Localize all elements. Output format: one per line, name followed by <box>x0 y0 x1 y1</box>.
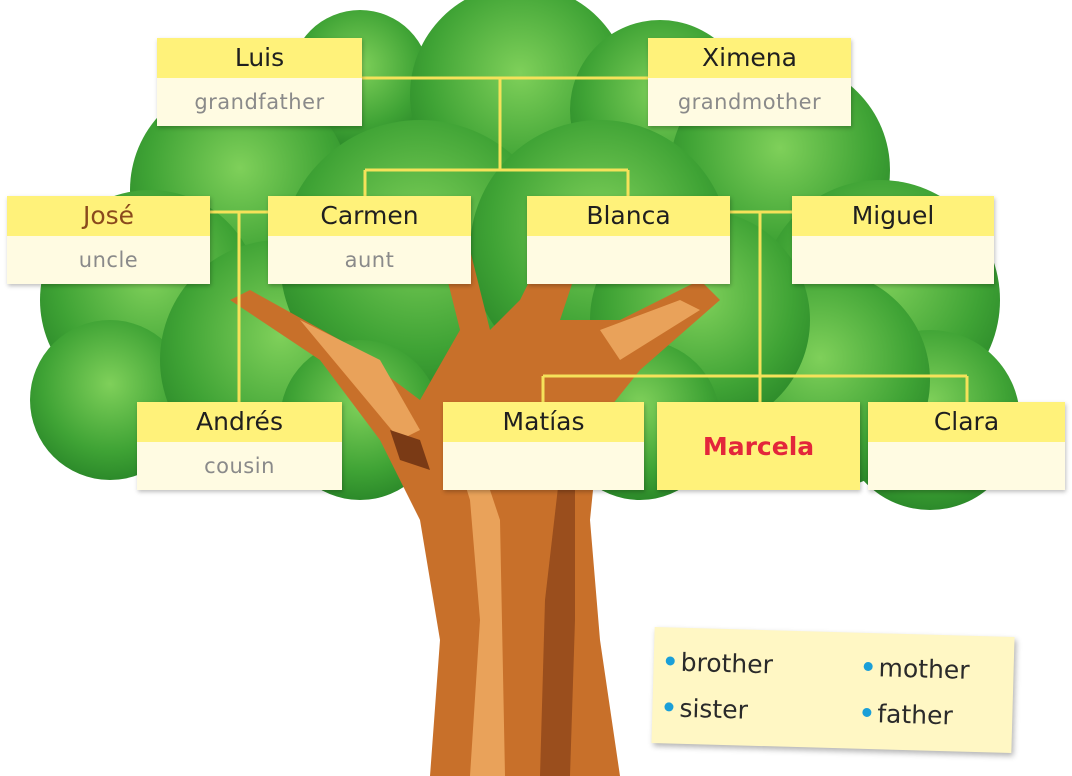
role-matias-blank[interactable] <box>443 442 644 490</box>
role-carmen: aunt <box>268 236 471 284</box>
word-mother: mother <box>878 653 970 685</box>
name-andres: Andrés <box>137 402 342 442</box>
card-luis: Luis grandfather <box>157 38 362 126</box>
name-marcela: Marcela <box>702 431 815 461</box>
name-blanca: Blanca <box>527 196 730 236</box>
name-matias: Matías <box>443 402 644 442</box>
role-blanca-blank[interactable] <box>527 236 730 284</box>
card-miguel: Miguel <box>792 196 994 284</box>
role-andres: cousin <box>137 442 342 490</box>
card-ximena: Ximena grandmother <box>648 38 851 126</box>
role-clara-blank[interactable] <box>868 442 1065 490</box>
word-sister: sister <box>679 693 749 725</box>
name-clara: Clara <box>868 402 1065 442</box>
name-jose: José <box>7 196 210 236</box>
word-bank-item: mother <box>863 653 970 685</box>
role-jose: uncle <box>7 236 210 284</box>
card-jose: José uncle <box>7 196 210 284</box>
word-bank-item: sister <box>664 693 749 725</box>
name-ximena: Ximena <box>648 38 851 78</box>
word-bank-item: brother <box>665 647 773 679</box>
name-luis: Luis <box>157 38 362 78</box>
name-miguel: Miguel <box>792 196 994 236</box>
bullet-icon <box>862 707 872 717</box>
bullet-icon <box>665 655 675 666</box>
card-matias: Matías <box>443 402 644 490</box>
word-brother: brother <box>680 647 774 680</box>
word-father: father <box>876 699 954 731</box>
name-carmen: Carmen <box>268 196 471 236</box>
role-ximena: grandmother <box>648 78 851 126</box>
word-bank: brother mother sister father <box>651 626 1015 754</box>
role-miguel-blank[interactable] <box>792 236 994 284</box>
card-carmen: Carmen aunt <box>268 196 471 284</box>
trunk <box>230 220 720 776</box>
bullet-icon <box>664 701 674 712</box>
role-luis: grandfather <box>157 78 362 126</box>
card-clara: Clara <box>868 402 1065 490</box>
bullet-icon <box>863 661 873 671</box>
card-andres: Andrés cousin <box>137 402 342 490</box>
card-marcela: Marcela <box>657 402 860 490</box>
card-blanca: Blanca <box>527 196 730 284</box>
word-bank-item: father <box>862 699 954 731</box>
